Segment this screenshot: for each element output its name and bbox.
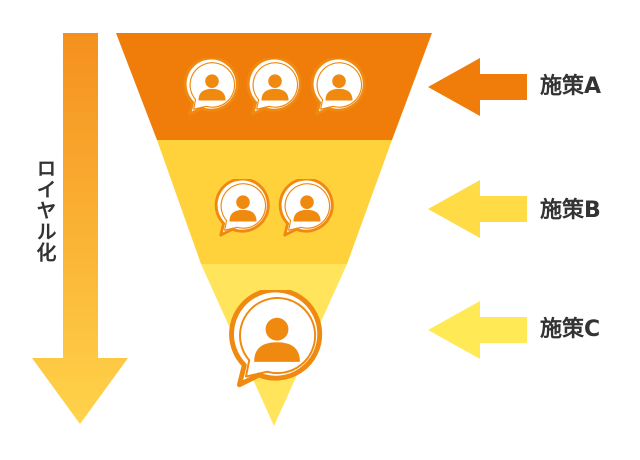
loyalty-axis-label: ロイヤル化 <box>33 157 57 263</box>
measure-a-label: 施策A <box>540 74 602 99</box>
measure-b-label: 施策B <box>540 198 601 223</box>
funnel-tier-2 <box>157 140 392 264</box>
measure-a-arrow-icon <box>428 58 527 116</box>
user-speech-bubble-icon <box>232 290 320 385</box>
user-icon-group-a <box>183 58 366 116</box>
loyalty-direction-arrow <box>32 33 128 424</box>
measure-c-arrow-icon <box>428 301 527 359</box>
measure-b-arrow-icon <box>428 180 527 238</box>
user-icon-group-c <box>232 290 320 385</box>
measure-c-label: 施策C <box>540 317 601 342</box>
